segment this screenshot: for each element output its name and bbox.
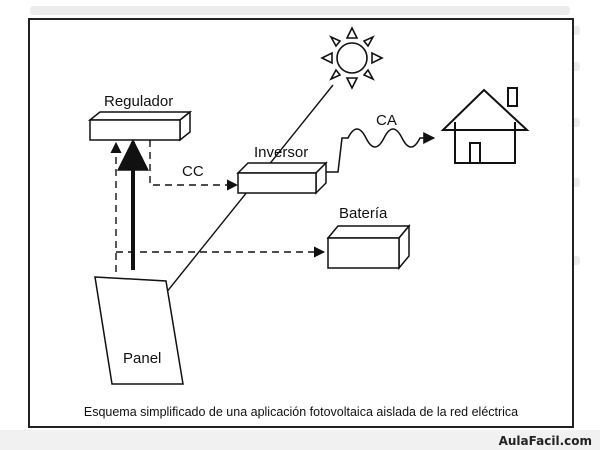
sun-icon — [320, 26, 384, 90]
ac-wave-line — [326, 128, 436, 173]
battery-box — [326, 223, 411, 271]
site-logo: AulaFacil.com — [498, 434, 592, 448]
footer-bar: AulaFacil.com — [0, 430, 600, 450]
house-icon — [440, 87, 530, 164]
regulator-label: Regulador — [104, 93, 173, 110]
diagram-frame — [28, 18, 574, 428]
ac-label: CA — [376, 112, 397, 129]
battery-label: Batería — [339, 205, 388, 222]
regulator-box — [87, 110, 193, 142]
inverter-label: Inversor — [254, 144, 308, 161]
panel-label: Panel — [123, 350, 161, 367]
dc-line-to-inverter — [149, 140, 239, 191]
solar-panel — [94, 276, 184, 385]
dc-label: CC — [182, 163, 204, 180]
inverter-box — [236, 161, 328, 195]
sunlight-ray — [141, 84, 334, 324]
diagram-caption: Esquema simplificado de una aplicación f… — [83, 405, 519, 419]
